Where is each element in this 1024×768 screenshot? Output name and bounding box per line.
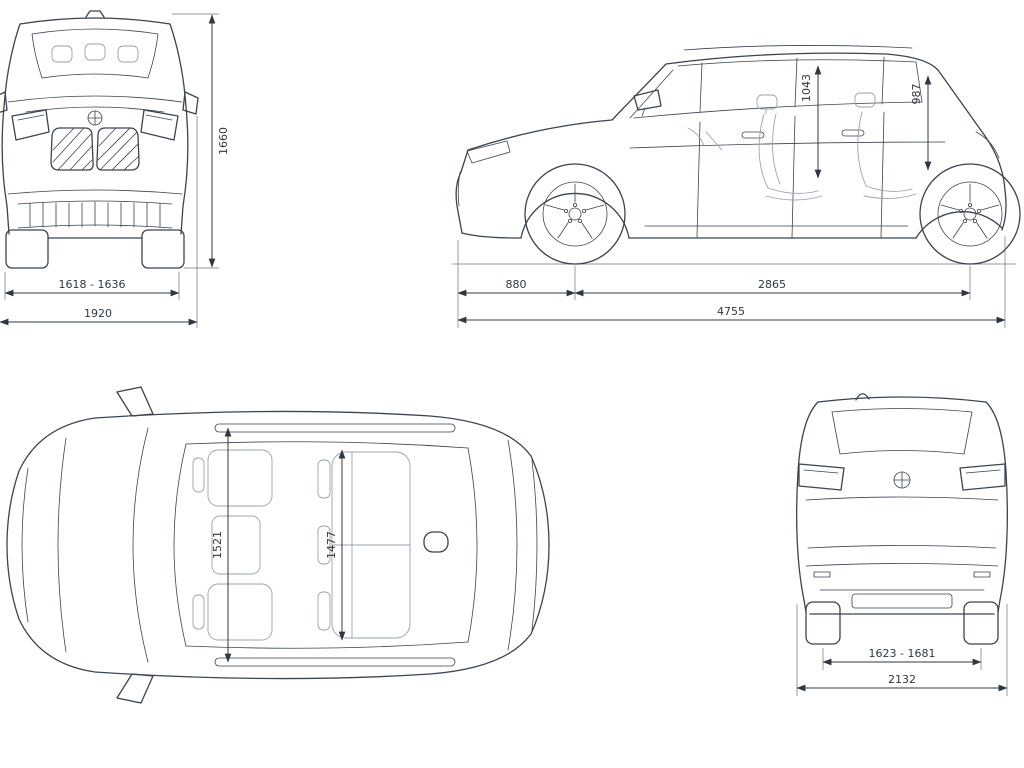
length-label: 4755 [717, 305, 745, 318]
door-handle [841, 129, 865, 137]
windshield-top [173, 443, 187, 647]
headlight-side [466, 140, 511, 164]
front-car-outline [0, 10, 199, 269]
headroom-front-label: 1043 [800, 74, 813, 102]
front-tires [5, 229, 185, 269]
headroom-rear-dimension: 987 [910, 75, 932, 171]
kidney-grille [50, 127, 140, 171]
rear-track-dimension: 1623 - 1681 [822, 647, 982, 670]
rear-track-label: 1623 - 1681 [869, 647, 936, 660]
roof-rail-top [214, 423, 456, 433]
side-mirror [633, 89, 662, 117]
interior-width-front-label: 1521 [211, 531, 224, 559]
windshield-base [132, 427, 149, 663]
antenna-fin [855, 393, 870, 401]
side-view: 1043 987 880 2865 4755 [452, 45, 1021, 328]
reflector [813, 571, 831, 578]
interior-width-rear-label: 1477 [325, 531, 338, 559]
bmw-roundel-icon [87, 110, 103, 126]
roof-rail-bottom [214, 657, 456, 667]
rear-window [831, 408, 973, 455]
headroom-front-dimension: 1043 [800, 65, 822, 179]
interior-seats [687, 92, 917, 201]
side-bottom-dimensions: 880 2865 4755 [457, 236, 1006, 328]
rear-tires [805, 601, 999, 645]
reflector [973, 571, 991, 578]
front-height-label: 1660 [217, 127, 230, 155]
bmw-roundel-icon [893, 471, 911, 489]
front-wheel [524, 163, 626, 265]
rear-window-top [467, 447, 478, 643]
front-track-label: 1618 - 1636 [59, 278, 126, 291]
lower-intake-slats [17, 200, 173, 229]
front-overhang-label: 880 [506, 278, 527, 291]
side-mirrors-top [116, 386, 154, 704]
front-interior-headrests [51, 43, 139, 63]
interior-width-front-dimension: 1521 [211, 427, 232, 663]
taillights [798, 463, 1006, 491]
front-view: 1660 1618 - 1636 1920 [0, 10, 230, 328]
top-view: 1521 1477 [6, 386, 550, 704]
rear-wheel [919, 163, 1021, 265]
front-height-dimension: 1660 [172, 13, 230, 269]
wheelbase-label: 2865 [758, 278, 786, 291]
front-width-dimension: 1920 [0, 116, 198, 328]
front-width-label: 1920 [84, 307, 112, 320]
headroom-rear-label: 987 [910, 84, 923, 105]
rear-view: 1623 - 1681 2132 [796, 393, 1008, 696]
side-mirrors [0, 91, 199, 115]
roof-antenna [423, 531, 449, 553]
headlights [11, 109, 179, 141]
door-handle [741, 131, 765, 139]
top-interior [192, 449, 411, 641]
taillight-side [975, 131, 1000, 159]
top-car-outline [6, 386, 550, 704]
front-track-dimension: 1618 - 1636 [4, 272, 180, 300]
rear-car-outline [796, 393, 1008, 645]
side-car-outline [452, 45, 1016, 265]
rear-width-label: 2132 [888, 673, 916, 686]
interior-width-rear-dimension: 1477 [325, 449, 346, 641]
roof-rail [683, 45, 913, 51]
rear-width-dimension: 2132 [796, 604, 1008, 696]
